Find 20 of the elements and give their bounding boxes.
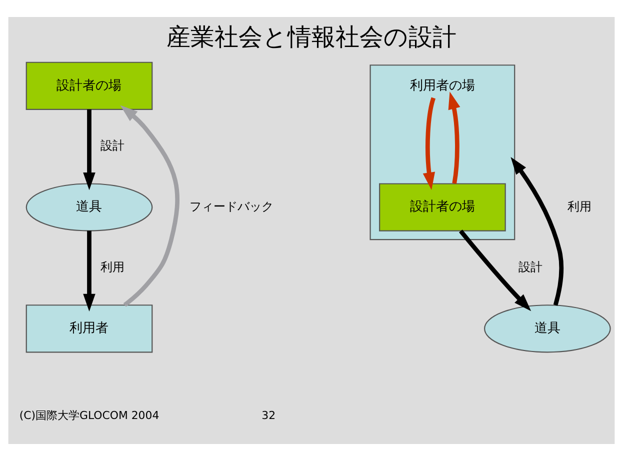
node-box: 設計者の場 (26, 62, 153, 110)
label: (C)国際大学GLOCOM 2004 (19, 408, 160, 422)
edge-label: 設計 (100, 138, 125, 153)
arrow (83, 230, 96, 312)
arrow (448, 92, 460, 184)
edge-label: フィードバック (189, 199, 274, 214)
arrow (422, 97, 436, 190)
label: 32 (262, 408, 276, 422)
diagram-title: 産業社会と情報社会の設計 (166, 22, 456, 51)
edge-label: 利用 (100, 260, 125, 274)
node-ellipse: 道具 (484, 304, 611, 353)
arrow (83, 109, 96, 190)
node-box: 設計者の場 (379, 183, 506, 232)
node-ellipse: 道具 (26, 183, 153, 232)
arrow (458, 230, 532, 312)
arrow (120, 105, 180, 307)
arrow (510, 156, 564, 306)
edge-label: 利用 (568, 199, 592, 214)
edge-label: 設計 (518, 260, 542, 274)
node-box: 利用者 (26, 304, 153, 353)
